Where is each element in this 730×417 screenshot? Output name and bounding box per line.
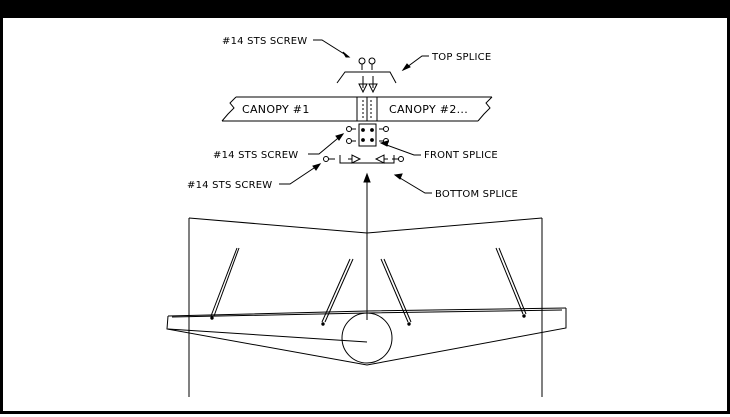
bottom-splice bbox=[339, 154, 395, 164]
front-splice-plate bbox=[358, 123, 377, 147]
bottom-splice-label: BOTTOM SPLICE bbox=[435, 189, 518, 200]
canopy-elevation bbox=[166, 217, 567, 397]
front-screw-leader bbox=[308, 133, 344, 155]
front-screw-label: #14 STS SCREW bbox=[213, 150, 298, 161]
top-splice-bracket bbox=[336, 71, 397, 84]
drawing-border bbox=[0, 18, 730, 414]
canopy-joint-splice bbox=[356, 96, 378, 122]
top-splice-label: TOP SPLICE bbox=[431, 52, 491, 63]
top-splice-arrows bbox=[358, 76, 378, 94]
top-splice-leader bbox=[402, 55, 429, 71]
canopy-1-label: CANOPY #1 bbox=[242, 103, 310, 116]
bottom-screws bbox=[323, 156, 404, 162]
title-bar bbox=[0, 0, 730, 18]
front-splice-leader bbox=[380, 142, 421, 156]
bottom-screw-label: #14 STS SCREW bbox=[187, 180, 272, 191]
front-screws bbox=[346, 126, 389, 144]
canopy-2-label: CANOPY #2... bbox=[389, 103, 468, 116]
front-splice-label: FRONT SPLICE bbox=[424, 150, 498, 161]
bottom-screw-leader bbox=[279, 163, 321, 185]
top-screw-label: #14 STS SCREW bbox=[222, 36, 307, 47]
top-screws bbox=[358, 57, 376, 70]
top-screw-leader bbox=[313, 39, 350, 58]
bottom-splice-leader bbox=[394, 174, 432, 194]
